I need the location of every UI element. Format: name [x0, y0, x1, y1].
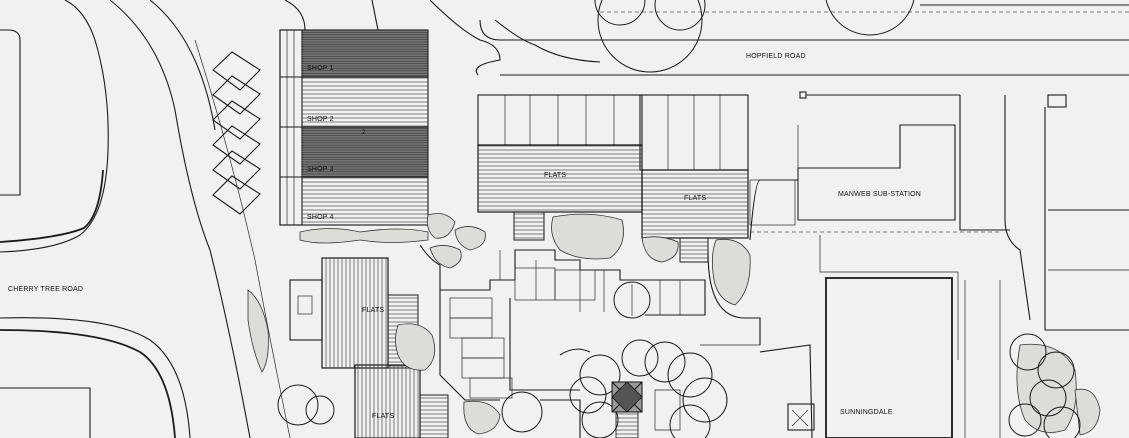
- cherry-tree-road-label: CHERRY TREE ROAD: [8, 286, 83, 293]
- sunningdale-label: SUNNINGDALE: [840, 409, 893, 416]
- hopfield-road-label: HOPFIELD ROAD: [746, 53, 806, 60]
- flats-north-1-label: FLATS: [544, 172, 566, 179]
- garden-paths: [540, 344, 760, 438]
- parking-bays: [212, 51, 261, 215]
- cherry-tree-road: [0, 0, 291, 438]
- shop-3-label: SHOP 3: [307, 166, 334, 173]
- flats-south-2-label: FLATS: [372, 413, 394, 420]
- flats-north-2-label: FLATS: [684, 195, 706, 202]
- substation-label: MANWEB SUB-STATION: [838, 191, 921, 198]
- shop-mark-label: 2: [362, 130, 366, 136]
- flats-south-1-label: FLATS: [362, 307, 384, 314]
- shop-2-label: SHOP 2: [307, 116, 334, 123]
- substation-area: [797, 91, 1129, 331]
- flats-block-south: [289, 257, 449, 438]
- stepped-courtyard: [419, 179, 798, 401]
- pyramid-roof-feature: [611, 381, 643, 438]
- north-paths: [284, 0, 1129, 76]
- north-trees: [594, 0, 915, 73]
- flats-block-north: [477, 144, 749, 263]
- shops-block: [279, 29, 429, 226]
- shop-4-label: SHOP 4: [307, 214, 334, 221]
- sunningdale-building: [750, 231, 1001, 438]
- shop-1-label: SHOP 1: [307, 65, 334, 72]
